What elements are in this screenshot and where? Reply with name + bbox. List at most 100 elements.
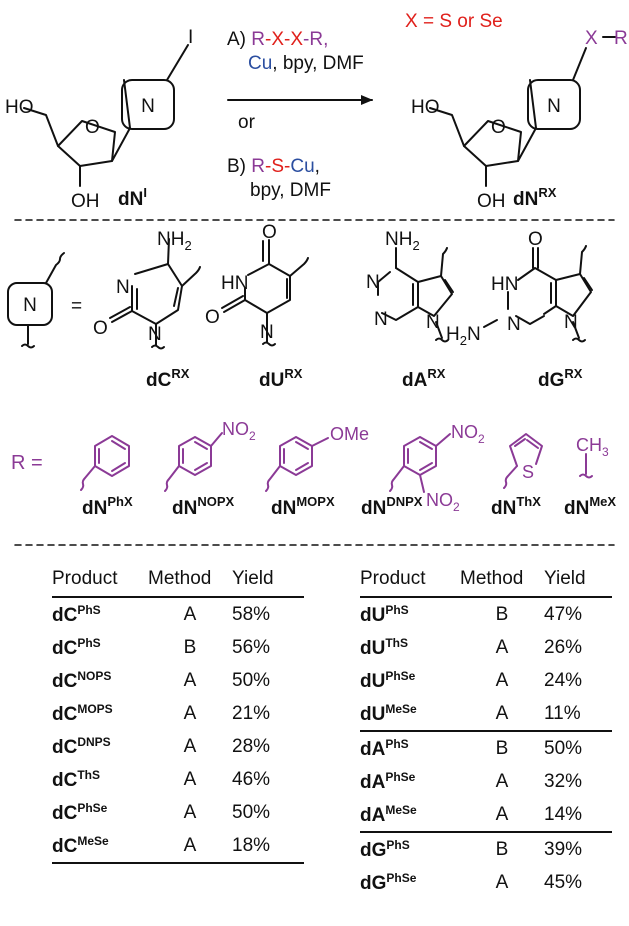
product-cell: dGPhS bbox=[360, 831, 460, 866]
product-nucleoside: HO OH O N X R dNRX bbox=[411, 28, 628, 212]
yield-cell: 47% bbox=[544, 603, 583, 625]
start-ho-label: HO bbox=[5, 97, 34, 118]
product-superscript: ThS bbox=[77, 767, 100, 782]
product-compound-label: dNRX bbox=[513, 185, 557, 210]
generic-base-n-label: N bbox=[23, 295, 37, 316]
methoxyphenyl-group: OMe bbox=[265, 424, 369, 492]
product-cell: dGPhSe bbox=[360, 866, 460, 899]
header-product: Product bbox=[360, 564, 460, 598]
yield-cell: 14% bbox=[544, 803, 583, 825]
header-method: Method bbox=[148, 564, 232, 598]
table-row: dCThS A 46% bbox=[52, 763, 304, 796]
yield-cell: 56% bbox=[232, 636, 271, 658]
product-superscript: PhS bbox=[386, 837, 410, 852]
dU-n1-label: N bbox=[260, 322, 274, 343]
table-header: Product Method Yield bbox=[52, 564, 304, 598]
dU-c4-o-label: O bbox=[262, 222, 277, 243]
product-name: dA bbox=[360, 771, 386, 793]
header-method: Method bbox=[460, 564, 544, 598]
header-yield: Yield bbox=[232, 564, 304, 598]
product-superscript: MeSe bbox=[385, 802, 417, 817]
nitrophenyl-group: NO2 bbox=[164, 419, 256, 492]
product-name: dU bbox=[360, 703, 386, 725]
product-x-label: X bbox=[585, 28, 598, 49]
product-cell: dUThS bbox=[360, 631, 460, 664]
product-r-label: R bbox=[614, 28, 628, 49]
r-equals-label: R = bbox=[11, 452, 43, 474]
yield-cell: 21% bbox=[232, 702, 271, 724]
phenyl-group bbox=[80, 435, 130, 491]
product-base-n-label: N bbox=[547, 96, 561, 117]
method-cell: A bbox=[183, 768, 197, 790]
product-superscript: PhS bbox=[385, 602, 409, 617]
product-cell: dCPhS bbox=[52, 631, 148, 664]
yield-cell: 32% bbox=[544, 770, 583, 792]
method-cell: A bbox=[148, 829, 232, 864]
product-name: dU bbox=[360, 670, 386, 692]
product-name: dG bbox=[360, 839, 387, 861]
product-name: dC bbox=[52, 802, 78, 824]
yield-cell: 39% bbox=[544, 831, 612, 866]
dG-label: dGRX bbox=[538, 366, 583, 391]
method-cell: B bbox=[460, 730, 544, 765]
product-name: dU bbox=[360, 604, 386, 626]
product-superscript: PhS bbox=[385, 736, 409, 751]
table-header: Product Method Yield bbox=[360, 564, 612, 598]
header-product: Product bbox=[52, 564, 148, 598]
dU-label: dURX bbox=[259, 366, 303, 391]
method-a-catalyst: Cu, bpy, DMF bbox=[248, 53, 364, 74]
product-cell: dCMOPS bbox=[52, 697, 148, 730]
product-name: dC bbox=[52, 835, 78, 857]
product-name: dC bbox=[52, 703, 78, 725]
starting-nucleoside: HO OH O N I dNI bbox=[5, 27, 193, 212]
header-yield: Yield bbox=[544, 564, 612, 598]
product-name: dA bbox=[360, 804, 386, 826]
dC-n3-label: N bbox=[116, 277, 130, 298]
product-cell: dAPhS bbox=[360, 730, 460, 765]
dA-nh2-label: NH2 bbox=[385, 229, 420, 253]
product-superscript: ThS bbox=[385, 635, 408, 650]
dinitrophenyl-group: NO2 NO2 bbox=[389, 422, 485, 514]
product-superscript: MeSe bbox=[385, 701, 417, 716]
label-mex: dNMeX bbox=[564, 494, 616, 519]
dC-n1-label: N bbox=[148, 324, 162, 345]
dA-label: dARX bbox=[402, 366, 446, 391]
nitro-label: NO2 bbox=[222, 419, 256, 443]
yield-cell: 18% bbox=[232, 829, 304, 864]
table-row: dAMeSe A 14% bbox=[360, 798, 612, 832]
method-cell: A bbox=[495, 669, 509, 691]
yield-cell: 50% bbox=[232, 801, 271, 823]
label-mopx: dNMOPX bbox=[271, 494, 335, 519]
thienyl-group: S bbox=[503, 433, 543, 489]
product-name: dC bbox=[52, 736, 78, 758]
dA-structure: NH2 N N N dARX bbox=[366, 229, 454, 391]
yield-cell: 58% bbox=[232, 603, 271, 625]
product-cell: dCPhS bbox=[52, 597, 148, 631]
dA-n1-label: N bbox=[366, 272, 380, 293]
yield-cell: 46% bbox=[232, 768, 271, 790]
dC-o-label: O bbox=[93, 318, 108, 339]
method-cell: A bbox=[495, 803, 509, 825]
generic-base-box: N = bbox=[7, 252, 82, 349]
product-superscript: PhSe bbox=[385, 769, 416, 784]
product-cell: dAPhSe bbox=[360, 765, 460, 798]
dA-n9-label: N bbox=[426, 312, 440, 333]
product-cell: dCMeSe bbox=[52, 829, 148, 864]
method-cell: A bbox=[495, 636, 509, 658]
method-cell: A bbox=[183, 603, 197, 625]
product-name: dC bbox=[52, 769, 78, 791]
product-superscript: PhS bbox=[77, 635, 101, 650]
product-name: dC bbox=[52, 670, 78, 692]
methyl-group: CH3 bbox=[576, 435, 609, 479]
product-ho-label: HO bbox=[411, 97, 440, 118]
